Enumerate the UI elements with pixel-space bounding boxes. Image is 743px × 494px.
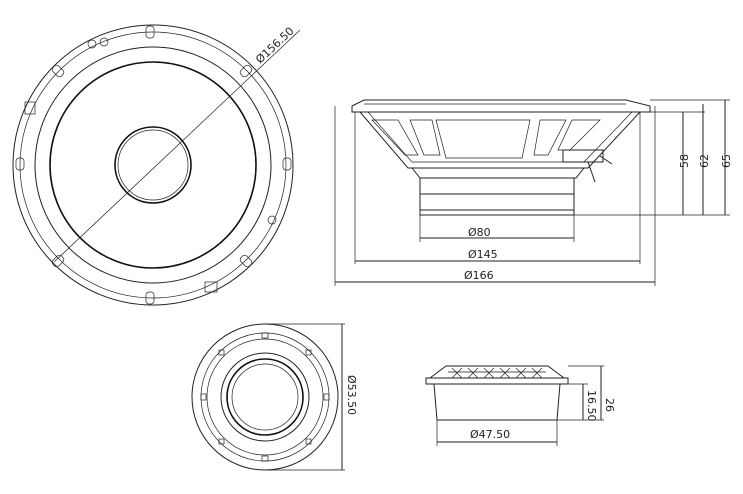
tweeter-dome <box>226 358 304 436</box>
rim-tab <box>145 291 155 305</box>
terminal-block <box>204 281 218 293</box>
tweeter-side-view: 16.50 26 Ø47.50 <box>425 365 616 446</box>
woofer-diameter-label: Ø156.50 <box>253 25 296 67</box>
woofer-frame-ring <box>19 31 287 299</box>
rim-tab <box>145 25 155 39</box>
rim-tab <box>239 254 253 268</box>
tweeter-flange-ring <box>200 332 330 462</box>
tweeter-notched-ring <box>206 338 324 456</box>
woofer-outer-rim <box>12 24 294 306</box>
diameter-symbol: Ø <box>468 248 477 261</box>
magnet <box>419 177 575 195</box>
grille-mesh <box>451 367 543 379</box>
terminal-housing <box>562 149 604 163</box>
tweeter-front-view: Ø53.50 <box>191 323 358 471</box>
flange-notch <box>218 349 225 356</box>
flange-notch <box>323 393 330 401</box>
flange-notch <box>305 438 312 445</box>
flange-notch <box>261 455 269 462</box>
mounting-hole <box>267 215 277 225</box>
tweeter-flange <box>425 377 569 385</box>
terminal-lug <box>587 161 596 183</box>
dim-label-16-50: 16.50 <box>585 390 598 422</box>
rim-tab <box>15 157 25 171</box>
dim-label-58: 58 <box>678 154 691 168</box>
woofer-flange <box>351 99 651 113</box>
terminal-block <box>24 101 36 115</box>
terminal-lug <box>599 155 613 165</box>
magnet-top-plate <box>411 167 585 179</box>
tweeter-dome-inner <box>231 363 299 431</box>
woofer-dust-cap <box>114 126 192 204</box>
diameter-leader <box>53 29 301 263</box>
dim-value-53-50: 53.50 <box>345 384 358 416</box>
dim-label-47-50: Ø47.50 <box>470 428 510 441</box>
flange-notch <box>218 438 225 445</box>
woofer-cone-edge <box>49 61 257 269</box>
rim-tab <box>239 64 253 78</box>
woofer-basket <box>359 111 641 169</box>
dim-value-145: 145 <box>477 248 498 261</box>
basket-window <box>533 119 567 156</box>
woofer-diameter-value: 156.50 <box>260 25 297 61</box>
grille-mesh <box>451 367 543 379</box>
dim-label-166: Ø166 <box>464 269 494 282</box>
woofer-surround-outer <box>34 46 272 284</box>
pole-piece <box>419 209 575 216</box>
rim-tab <box>51 64 65 78</box>
diameter-symbol: Ø <box>470 428 479 441</box>
dim-label-65: 65 <box>720 154 733 168</box>
woofer-side-view: 58 62 65 Ø80 Ø145 Ø166 <box>334 99 733 286</box>
dim-label-53-50: Ø53.50 <box>345 375 358 415</box>
flange-notch <box>261 332 269 339</box>
diameter-symbol: Ø <box>464 269 473 282</box>
basket-window <box>371 119 419 156</box>
tweeter-dome-outer <box>220 352 310 442</box>
diameter-symbol: Ø <box>468 226 477 239</box>
woofer-dust-cap-inner <box>117 129 189 201</box>
rim-tab <box>282 157 292 171</box>
tweeter-outer-ring <box>191 323 339 471</box>
woofer-basket-inner <box>367 111 633 163</box>
woofer-front-view: Ø156.50 <box>12 24 301 306</box>
dim-label-145: Ø145 <box>468 248 498 261</box>
basket-window <box>435 119 531 159</box>
dim-label-26: 26 <box>603 398 616 412</box>
flange-notch <box>200 393 207 401</box>
dim-label-62: 62 <box>698 154 711 168</box>
diameter-symbol: Ø <box>345 375 358 384</box>
dim-value-80: 80 <box>477 226 491 239</box>
tweeter-body <box>433 383 561 421</box>
dim-label-80: Ø80 <box>468 226 491 239</box>
basket-window <box>557 119 601 151</box>
flange-notch <box>305 349 312 356</box>
mounting-hole <box>87 39 97 49</box>
rim-tab <box>51 254 65 268</box>
mounting-hole <box>99 37 109 47</box>
dim-value-47-50: 47.50 <box>479 428 511 441</box>
dim-value-166: 166 <box>473 269 494 282</box>
back-plate <box>419 193 575 211</box>
basket-window <box>409 119 441 156</box>
